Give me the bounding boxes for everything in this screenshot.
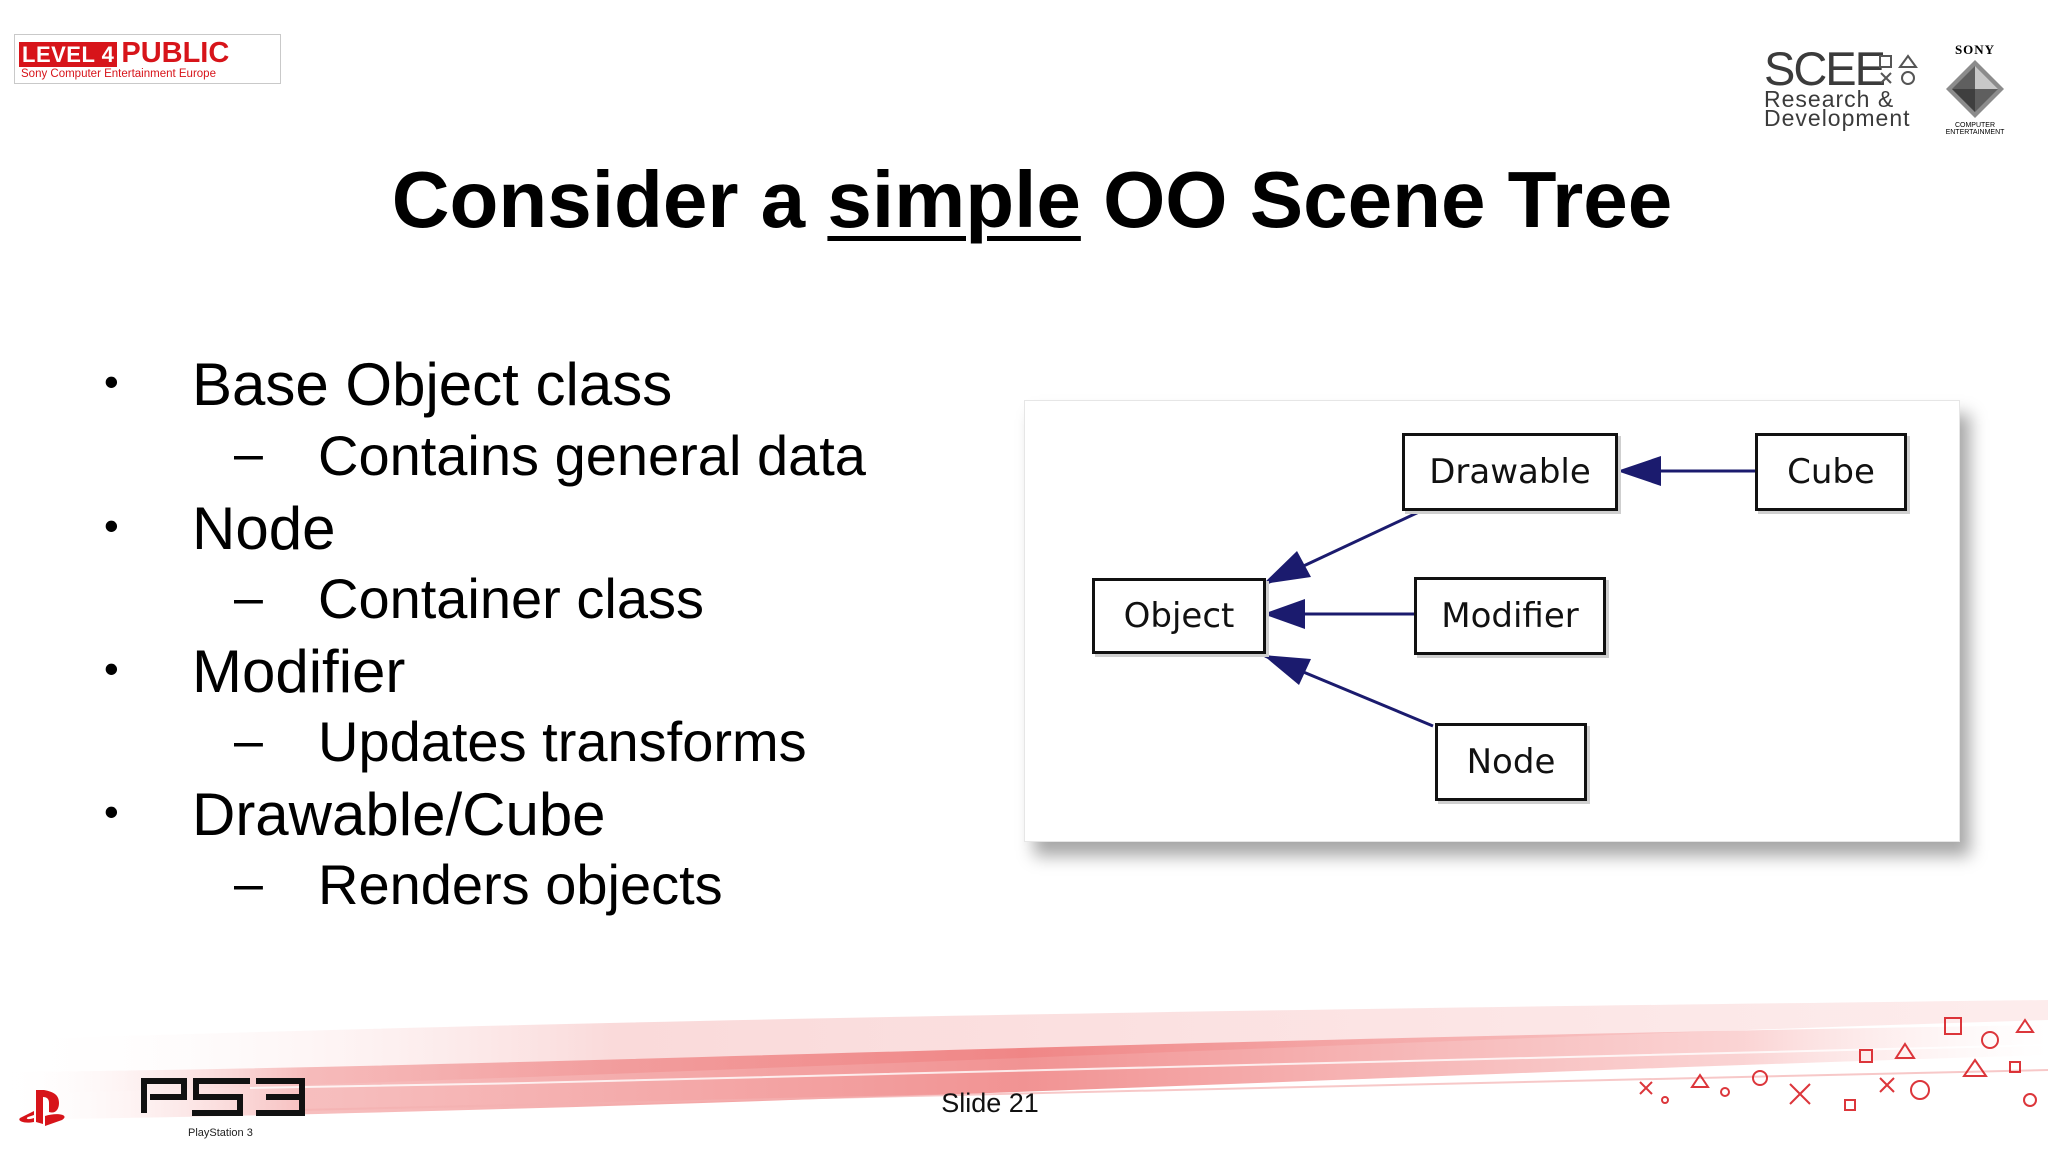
dash-marker: – (234, 855, 263, 913)
node-object: Object (1092, 578, 1266, 654)
playstation-shapes-icon (1879, 54, 1918, 85)
playstation-logo-icon (19, 1090, 65, 1126)
arrowhead (1617, 456, 1661, 486)
class-diagram: Object Drawable Cube Modifier Node (1024, 400, 1960, 842)
node-cube: Cube (1755, 433, 1907, 511)
badge-subtitle: Sony Computer Entertainment Europe (21, 68, 216, 80)
sub-bullet-general-data: Contains general data (318, 424, 866, 487)
sony-logo: SONY COMPUTER ENTERTAINMENT (1944, 42, 2006, 137)
dash-marker: – (234, 712, 263, 770)
sub-bullet-transforms: Updates transforms (318, 710, 807, 773)
ps3-subtitle: PlayStation 3 (188, 1127, 253, 1139)
badge-level: LEVEL 4 (19, 42, 118, 67)
bullet-marker: • (104, 645, 119, 692)
slide-title: Consider a simple OO Scene Tree (0, 150, 2048, 250)
scee-wordmark: SCEE (1764, 42, 1886, 95)
bullet-base-object: Base Object class (192, 351, 673, 418)
ps3-logo: PlayStation 3 (140, 1073, 310, 1143)
scee-line-1: Research & (1764, 86, 1895, 112)
bullet-drawable-cube: Drawable/Cube (192, 781, 606, 848)
bullet-marker: • (104, 788, 119, 835)
ps3-wordmark-icon (141, 1078, 305, 1116)
bullet-marker: • (104, 358, 119, 405)
bullet-node: Node (192, 495, 336, 562)
sub-bullet-container: Container class (318, 567, 704, 630)
node-drawable: Drawable (1402, 433, 1618, 511)
title-suffix: OO Scene Tree (1080, 155, 1673, 244)
title-prefix: Consider a (391, 155, 828, 244)
inheritance-arrows (1263, 456, 1755, 728)
sony-wordmark: SONY (1954, 42, 1996, 57)
badge-public: PUBLIC (121, 37, 230, 69)
node-node: Node (1435, 723, 1587, 801)
scattered-shapes (1639, 1017, 2037, 1111)
node-modifier: Modifier (1414, 577, 1606, 655)
scee-line-2: Development (1764, 105, 1911, 131)
dash-marker: – (234, 425, 263, 483)
dash-marker: – (234, 569, 263, 627)
sony-subtitle: COMPUTER ENTERTAINMENT (1945, 122, 2005, 136)
scee-logo: SCEE Research & Development (1764, 42, 1934, 132)
footer-swoosh (0, 1000, 2048, 1120)
sub-bullet-renders: Renders objects (318, 853, 723, 916)
slide-number: Slide 21 (941, 1088, 1039, 1118)
title-emphasis: simple (827, 155, 1081, 244)
bullet-modifier: Modifier (192, 638, 406, 705)
bullet-marker: • (104, 502, 119, 549)
sony-diamond-icon (1946, 60, 2004, 118)
